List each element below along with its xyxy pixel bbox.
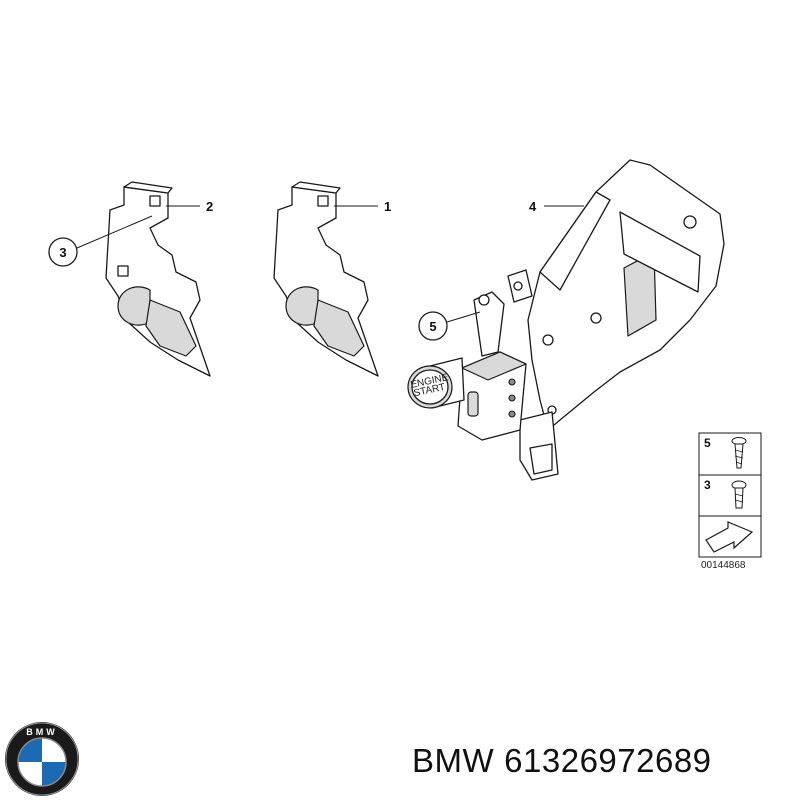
- fastener-legend: 5 3 00144868: [698, 432, 762, 571]
- callout-1: 1: [384, 199, 391, 214]
- callout-5: 5: [429, 319, 436, 334]
- legend-label-3: 3: [704, 478, 711, 492]
- caption-brand: BMW: [412, 742, 495, 779]
- callout-3: 3: [59, 245, 66, 260]
- screw-icon: [731, 437, 747, 469]
- callout-2: 2: [206, 199, 213, 214]
- arrow-icon: [705, 521, 754, 553]
- bmw-logo-icon: BMW: [5, 722, 79, 796]
- part-1-bracket: [273, 181, 379, 377]
- part-5-start-switch: ENGINE START: [407, 291, 527, 441]
- caption-part-number: 61326972689: [504, 742, 712, 779]
- callout-3-circle: [48, 237, 78, 267]
- logo-letters: BMW: [26, 727, 58, 737]
- callout-4: 4: [529, 199, 537, 214]
- diagram-reference-number: 00144868: [701, 560, 746, 571]
- part-4-housing: [507, 159, 725, 481]
- part-2-bracket: [105, 181, 211, 377]
- legend-label-5: 5: [704, 436, 711, 450]
- rivet-icon: [731, 480, 747, 509]
- callout-5-circle: [418, 311, 448, 341]
- callouts: 2 1 4 3 5: [48, 199, 584, 341]
